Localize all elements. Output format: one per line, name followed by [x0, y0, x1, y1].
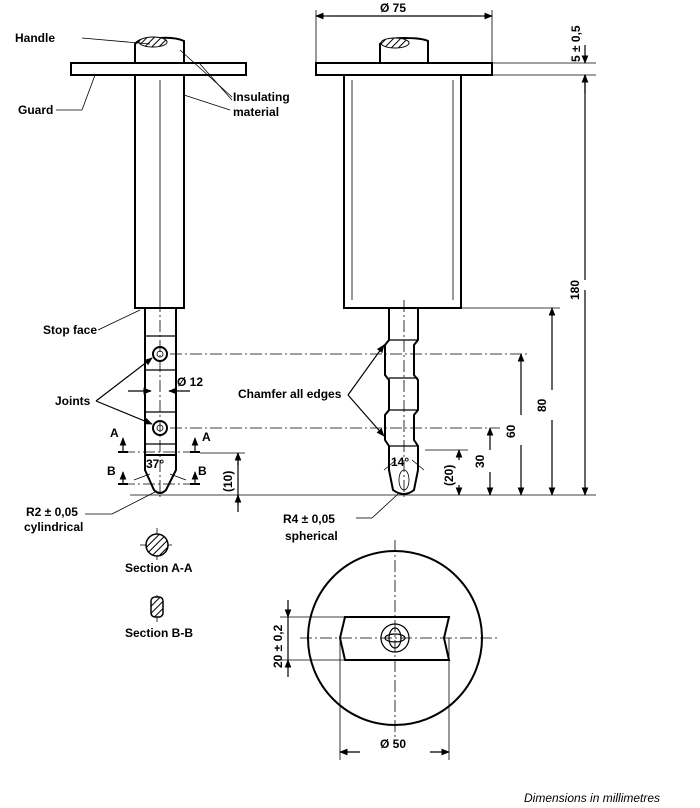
dim-d75: Ø 75: [380, 1, 406, 15]
dim-60: 60: [504, 424, 518, 438]
front-view: [315, 36, 493, 519]
label-handle: Handle: [15, 31, 55, 45]
label-b-right: B: [198, 464, 207, 478]
units-note: Dimensions in millimetres: [524, 791, 660, 805]
finger-tip-side: [144, 455, 177, 494]
label-section-bb: Section B-B: [125, 626, 193, 640]
dim-angle37: 37°: [146, 457, 164, 471]
dim-30: 30: [473, 454, 487, 468]
insulating-shaft: [134, 74, 185, 309]
label-a-right: A: [202, 430, 211, 444]
text-labels: Handle Guard Insulating material Stop fa…: [15, 1, 660, 805]
label-joints: Joints: [55, 394, 91, 408]
dim-five-tol: 5 ± 0,5: [569, 25, 583, 62]
side-view-leaders: [56, 37, 233, 515]
label-r2-2: cylindrical: [24, 520, 83, 534]
dim-d12: Ø 12: [177, 375, 203, 389]
label-b-left: B: [107, 464, 116, 478]
dim-80: 80: [535, 398, 549, 412]
dimension-lines: [130, 10, 596, 512]
section-aa: [140, 528, 174, 562]
finger-body: [144, 308, 177, 456]
guard-front: [315, 62, 493, 76]
label-r4-1: R4 ± 0,05: [283, 512, 335, 526]
label-r2-1: R2 ± 0,05: [26, 505, 78, 519]
label-insulating-2: material: [233, 105, 279, 119]
label-r4-2: spherical: [285, 529, 338, 543]
section-bb: [150, 595, 164, 622]
section-bb-shape: [150, 596, 164, 618]
shaft-front: [343, 74, 462, 309]
label-stop-face: Stop face: [43, 323, 97, 337]
guard-plate: [70, 62, 247, 76]
side-view: [70, 36, 247, 500]
dim-d50: Ø 50: [380, 737, 406, 751]
dim-twenty-tol: 20 ± 0,2: [271, 624, 285, 668]
label-a-left: A: [110, 426, 119, 440]
label-insulating-1: Insulating: [233, 90, 290, 104]
dim-10: (10): [221, 471, 235, 492]
dim-20: (20): [442, 465, 456, 486]
label-guard: Guard: [18, 103, 53, 117]
label-chamfer: Chamfer all edges: [238, 387, 342, 401]
section-aa-shape: [145, 533, 169, 557]
label-section-aa: Section A-A: [125, 561, 193, 575]
top-view: [280, 540, 500, 760]
dim-180: 180: [568, 280, 582, 300]
handle-hatch: [138, 36, 168, 48]
dim-angle14: 14°: [391, 455, 409, 469]
